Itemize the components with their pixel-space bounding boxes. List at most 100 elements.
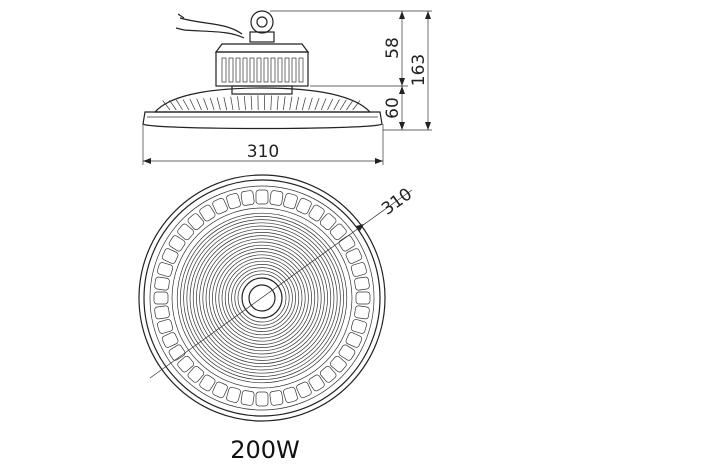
led-module — [240, 190, 255, 206]
lens-ring — [199, 235, 325, 361]
lens-ring — [183, 219, 341, 377]
heatsink-fin — [237, 96, 240, 111]
led-module — [355, 291, 371, 305]
heatsink-fin — [320, 98, 327, 111]
heatsink-fin — [327, 98, 334, 111]
heatsink-fin — [243, 95, 246, 111]
led-module — [157, 262, 174, 277]
center-boss — [241, 277, 283, 319]
outer-rim-inner — [143, 179, 381, 417]
led-module — [345, 332, 363, 348]
heatsink-dome — [153, 87, 372, 113]
lens-rings — [176, 212, 348, 384]
led-module — [226, 193, 241, 210]
heatsink-fin — [230, 96, 234, 111]
lens-ring — [208, 244, 316, 352]
led-module — [168, 235, 186, 252]
diameter-leader — [397, 189, 413, 201]
driver-fin — [256, 57, 262, 83]
led-module — [199, 204, 216, 222]
heatsink-fin — [250, 95, 253, 111]
led-module — [296, 197, 312, 215]
heatsink-fin — [352, 100, 361, 111]
height-total-label: 163 — [409, 54, 429, 86]
led-module — [283, 386, 298, 403]
lens-ring — [212, 248, 312, 348]
driver-fin — [242, 57, 248, 83]
lens-ring — [176, 212, 348, 384]
heatsink-fin — [216, 97, 221, 111]
led-module — [319, 213, 337, 231]
led-module — [319, 365, 337, 383]
heatsink-fin — [339, 99, 347, 111]
led-ring-outer — [149, 185, 375, 411]
driver-fin — [284, 57, 290, 83]
lens-ring — [237, 273, 287, 323]
driver-fin — [270, 57, 276, 83]
led-modules — [153, 189, 371, 407]
led-module — [350, 319, 367, 334]
cable-wire — [183, 29, 245, 39]
heatsink-fin — [295, 96, 300, 111]
lens-ring — [234, 270, 290, 326]
driver-housing — [215, 51, 309, 87]
heatsink-fin — [314, 98, 320, 111]
driver-fin — [235, 57, 241, 83]
heatsink-fin — [189, 98, 196, 111]
led-module — [269, 390, 284, 406]
led-module — [177, 223, 195, 241]
led-module — [329, 355, 347, 373]
hanging-ring — [250, 10, 274, 34]
led-module — [350, 262, 367, 277]
heatsink-fin — [169, 99, 177, 111]
heatsink-fin — [175, 99, 183, 111]
height-lower-label: 60 — [383, 97, 403, 119]
ring-base — [249, 31, 275, 43]
height-upper-label: 58 — [383, 37, 403, 59]
led-module — [255, 391, 269, 407]
hanging-ring-hole — [256, 16, 268, 28]
diameter-line — [149, 199, 399, 379]
driver-fin — [249, 57, 255, 83]
lens-ring — [202, 238, 322, 358]
top-view: 310 — [138, 174, 416, 422]
heatsink-fins — [162, 95, 361, 111]
driver-fin — [228, 57, 234, 83]
outer-rim — [138, 174, 386, 422]
led-ring-inner — [171, 207, 353, 389]
led-module — [283, 193, 298, 210]
diameter-arrow — [356, 224, 364, 231]
led-module — [154, 305, 170, 320]
lens-ring — [231, 267, 293, 329]
cable-end — [175, 13, 185, 31]
lens-ring — [180, 216, 344, 380]
lens-ring — [189, 225, 335, 371]
led-module — [329, 223, 347, 241]
driver-cap — [214, 43, 310, 53]
heatsink-fin — [203, 98, 209, 111]
led-module — [354, 276, 370, 291]
driver-fins — [221, 57, 304, 83]
side-view: 310 58 60 163 — [142, 10, 432, 165]
driver-fin — [291, 57, 297, 83]
heatsink-fin — [308, 97, 313, 111]
heatsink-fin — [346, 99, 354, 111]
diameter-label: 310 — [378, 184, 416, 219]
base-plate — [142, 111, 383, 130]
lens-ring — [221, 257, 303, 339]
led-module — [354, 305, 370, 320]
driver-fin — [277, 57, 283, 83]
lens-ring — [218, 254, 306, 342]
driver-fin — [298, 57, 304, 83]
heatsink-fin — [223, 97, 228, 111]
heatsink-fin — [283, 96, 286, 111]
heatsink-fin — [276, 95, 279, 111]
led-module — [199, 374, 216, 392]
heatsink-fin — [182, 99, 190, 111]
led-module — [212, 381, 228, 399]
heatsink-fin — [209, 97, 215, 111]
width-label: 310 — [247, 142, 279, 162]
led-module — [187, 213, 205, 231]
heatsink-fin — [162, 100, 171, 111]
